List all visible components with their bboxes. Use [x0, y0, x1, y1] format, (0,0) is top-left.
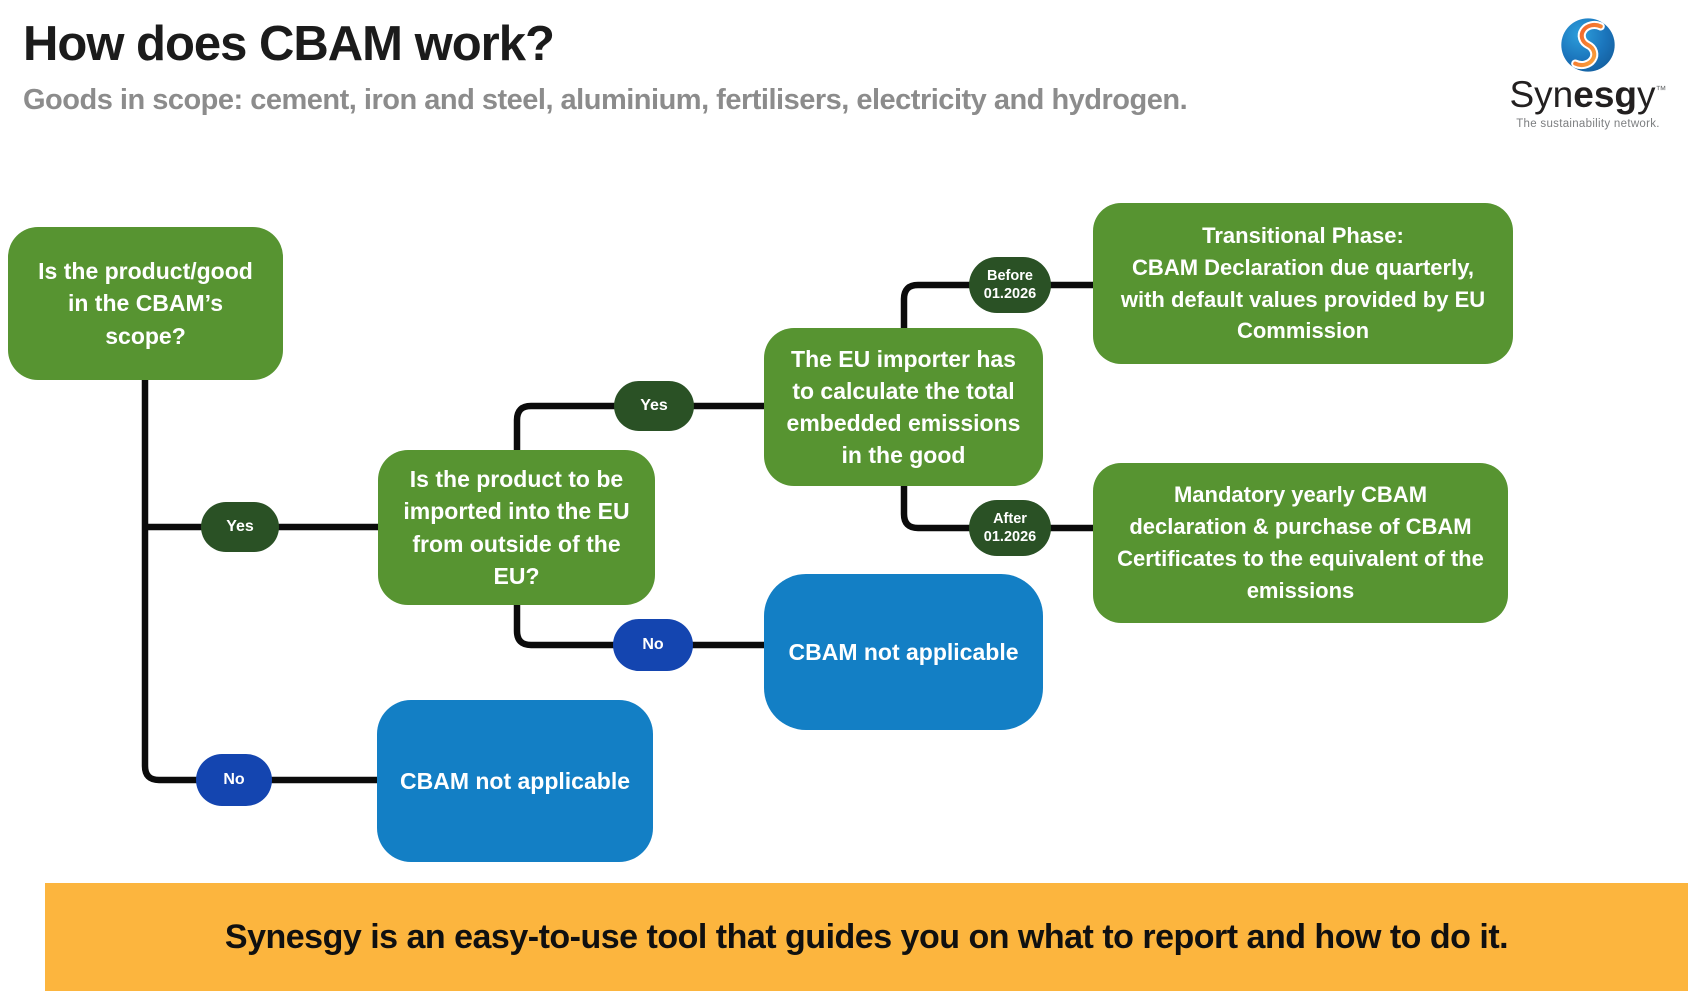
edge-label-import-no: No: [613, 619, 693, 671]
footer-banner: Synesgy is an easy-to-use tool that guid…: [45, 883, 1688, 991]
node-cbam-not-applicable-import: CBAM not applicable: [764, 574, 1043, 730]
node-transitional-phase: Transitional Phase: CBAM Declaration due…: [1093, 203, 1513, 364]
node-importer-calculation-label: The EU importer has to calculate the tot…: [786, 345, 1021, 469]
connector-import-no: [513, 605, 764, 649]
node-scope-question-label: Is the product/good in the CBAM’s scope?: [38, 258, 253, 349]
node-transitional-phase-label: Transitional Phase: CBAM Declaration due…: [1120, 222, 1486, 344]
synesgy-wordmark: Synesgy™: [1509, 74, 1667, 115]
synesgy-sphere-icon: [1561, 18, 1615, 72]
footer-banner-text: Synesgy is an easy-to-use tool that guid…: [224, 917, 1509, 956]
edge-label-scope-yes: Yes: [201, 502, 279, 552]
node-importer-calculation: The EU importer has to calculate the tot…: [764, 328, 1043, 486]
edge-label-scope-no: No: [196, 754, 272, 806]
node-scope-question: Is the product/good in the CBAM’s scope?: [8, 227, 283, 380]
node-cbam-not-applicable-scope: CBAM not applicable: [377, 700, 653, 862]
connector-before: [900, 281, 1093, 328]
trademark-symbol: ™: [1655, 84, 1667, 97]
edge-label-before-012026: Before 01.2026: [969, 257, 1051, 313]
page-subtitle: Goods in scope: cement, iron and steel, …: [23, 84, 1188, 116]
node-cbam-not-applicable-import-label: CBAM not applicable: [788, 638, 1019, 665]
logo-tagline: The sustainability network.: [1516, 117, 1660, 130]
node-mandatory-yearly-declaration: Mandatory yearly CBAM declaration & purc…: [1093, 463, 1508, 623]
node-cbam-not-applicable-scope-label: CBAM not applicable: [399, 767, 630, 794]
node-import-question: Is the product to be imported into the E…: [378, 450, 655, 605]
connector-import-yes: [513, 402, 764, 450]
node-mandatory-yearly-declaration-label: Mandatory yearly CBAM declaration & purc…: [1117, 482, 1484, 603]
page-title: How does CBAM work?: [23, 17, 555, 71]
edge-label-after-012026: After 01.2026: [969, 500, 1051, 556]
connector-after: [900, 486, 1093, 532]
edge-label-import-yes: Yes: [614, 381, 694, 431]
connector-trunk-no: [141, 380, 377, 784]
synesgy-logo: Synesgy™ The sustainability network.: [1488, 16, 1688, 130]
node-import-question-label: Is the product to be imported into the E…: [403, 466, 630, 589]
